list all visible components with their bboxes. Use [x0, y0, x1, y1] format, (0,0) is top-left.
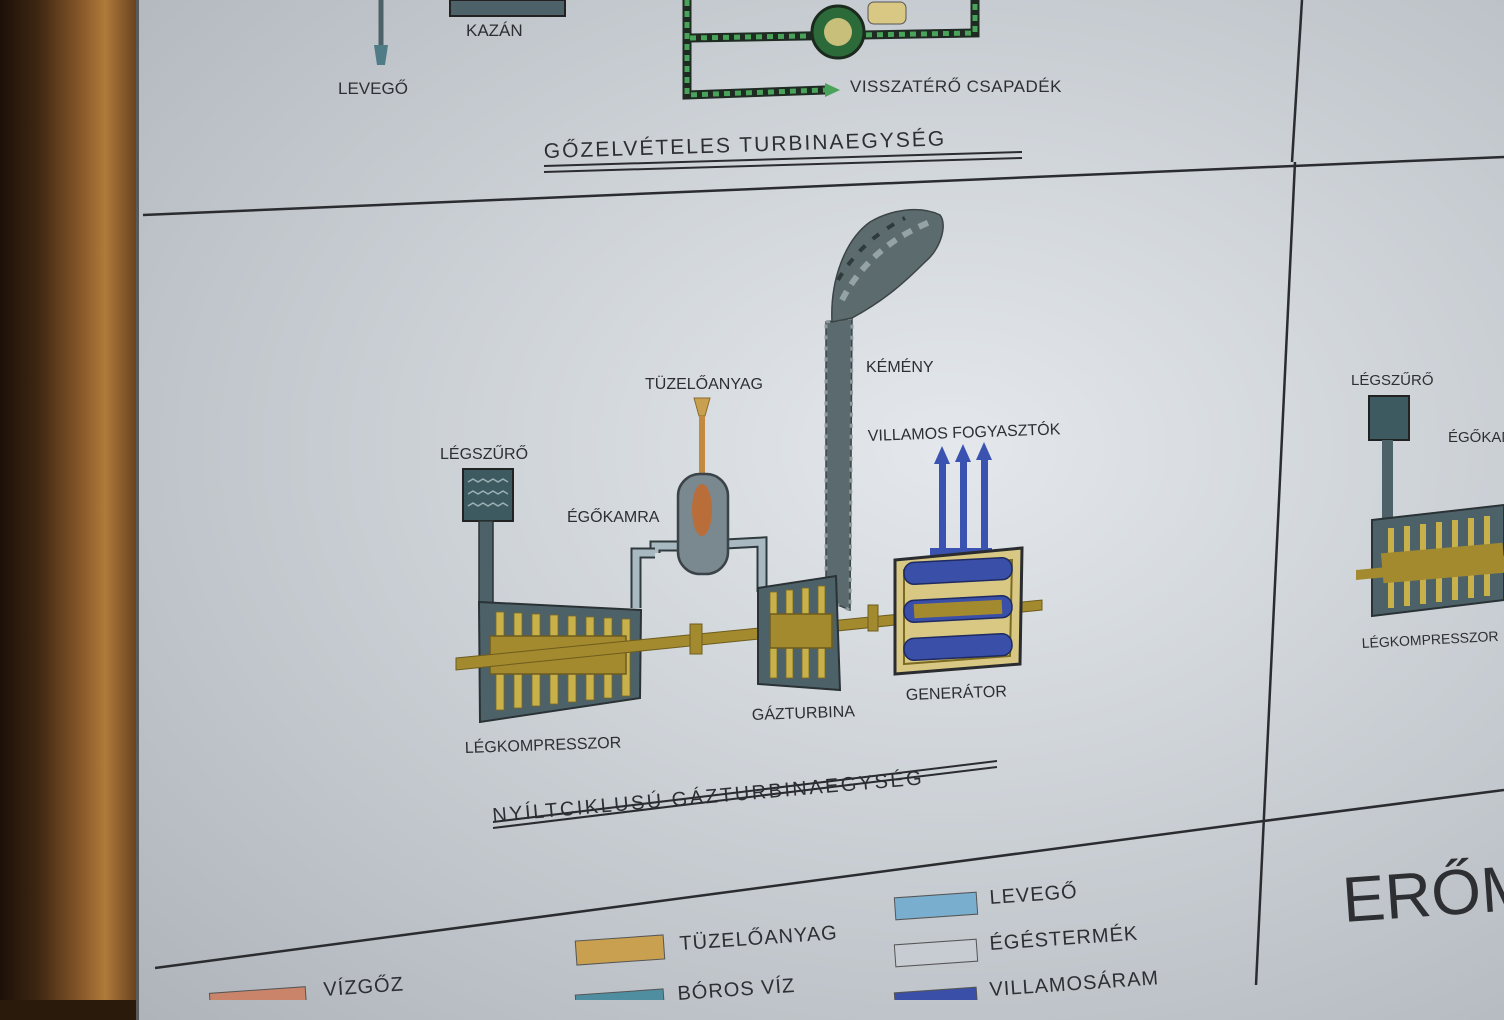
legend-swatch-levego [893, 891, 979, 921]
legend-label-boros-viz: BÓROS VÍZ [677, 974, 796, 1000]
legend-label-vizgoz: VÍZGŐZ [323, 972, 405, 1000]
egokamra-label: ÉGŐKAMRA [567, 507, 660, 526]
gas-turbine [757, 574, 842, 692]
big-title-partial: ERŐMŰ [1340, 848, 1504, 936]
legend-swatch-boros-viz [574, 988, 666, 1000]
right-legkompresszor-label: LÉGKOMPRESSZOR [1361, 628, 1499, 651]
right-air-filter [1368, 395, 1410, 520]
fuel-injector [693, 397, 711, 486]
legszuro-label: LÉGSZŰRŐ [440, 444, 528, 463]
legend-swatch-egestermek [893, 938, 979, 968]
legend-label-villamosaram: VILLAMOSÁRAM [989, 966, 1160, 1000]
grid-lines [142, 0, 1504, 986]
legend-swatch-tuzeloanyag [574, 934, 666, 966]
middle-title-underline [492, 760, 998, 829]
top-condensate-loop [682, 0, 980, 100]
legend-label-levego: LEVEGŐ [989, 880, 1079, 909]
diagram-panel [136, 0, 1504, 1020]
legkompresszor-label: LÉGKOMPRESSZOR [464, 733, 621, 757]
right-legszuro-label: LÉGSZŰRŐ [1351, 372, 1434, 389]
top-section-title: GŐZELVÉTELES TURBINAEGYSÉG [543, 127, 946, 163]
tuzeloanyag-label: TÜZELŐANYAG [645, 374, 763, 393]
villamos-label: VILLAMOS FOGYASZTÓK [867, 419, 1061, 445]
air-filter [462, 468, 514, 607]
combustion-chamber [630, 472, 768, 608]
wooden-frame [0, 0, 150, 1000]
legend-swatch-villamosaram [893, 986, 979, 1000]
right-compressor [1356, 503, 1504, 618]
legend-label-egestermek: ÉGÉSTERMÉK [989, 922, 1139, 955]
levego-label: LEVEGŐ [338, 79, 408, 98]
chimney [824, 208, 944, 613]
electric-output-arrows [930, 442, 992, 558]
top-title-underline [543, 151, 1023, 173]
legend-swatch-vizgoz [208, 986, 308, 1000]
top-boiler [374, 0, 566, 65]
kazan-label: KAZÁN [466, 21, 523, 40]
legend-label-tuzeloanyag: TÜZELŐANYAG [679, 921, 839, 955]
generator-label: GENERÁTOR [905, 681, 1007, 704]
kemeny-label: KÉMÉNY [866, 357, 934, 376]
visszatero-label: VISSZATÉRŐ CSAPADÉK [850, 77, 1062, 96]
generator [893, 546, 1024, 676]
right-egokamra-label: ÉGŐKAM [1448, 429, 1504, 446]
gazturbina-label: GÁZTURBINA [751, 701, 855, 724]
